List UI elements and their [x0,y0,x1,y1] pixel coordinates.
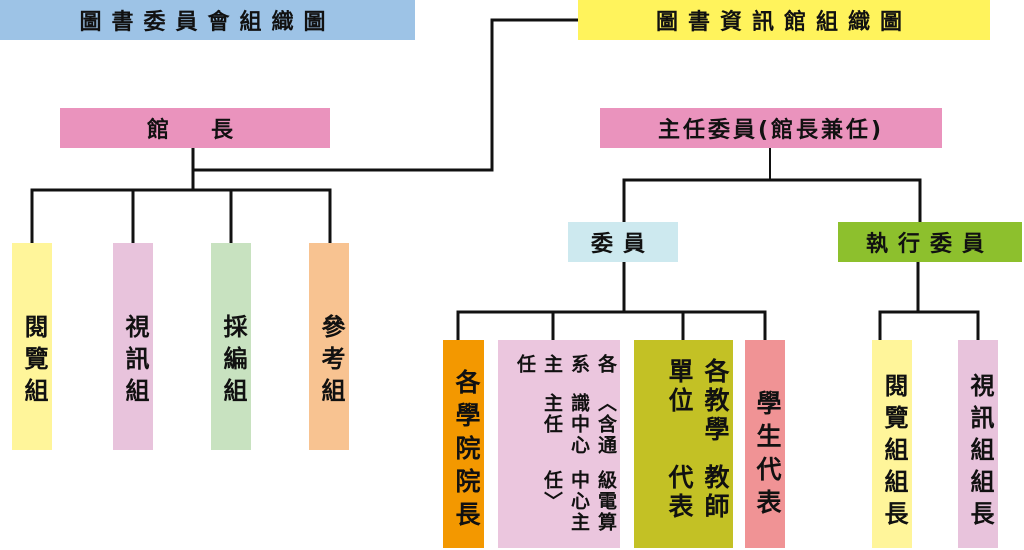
faculty-representatives: 各教學單位 教師代表 [634,340,733,548]
library-title: 圖書資訊館組織圖 [578,0,990,40]
department-heads: 各系主任 〈含通識中心主任 級電算中心主任〉 [498,340,620,548]
unit-video: 視訊組 [113,243,153,450]
chair-box: 主任委員(館長兼任) [600,108,942,148]
members-box: 委員 [568,222,678,262]
video-section-leader: 視訊組組長 [958,340,998,548]
unit-reading: 閱覽組 [12,243,52,450]
director-box: 館 長 [60,108,330,148]
unit-reference: 參考組 [309,243,349,450]
college-deans: 各學院院長 [443,340,484,548]
unit-cataloging: 採編組 [211,243,251,450]
reading-section-leader: 閱覽組組長 [872,340,912,548]
student-representatives: 學生代表 [745,340,785,548]
executive-box: 執行委員 [838,222,1022,262]
committee-title: 圖書委員會組織圖 [0,0,415,40]
